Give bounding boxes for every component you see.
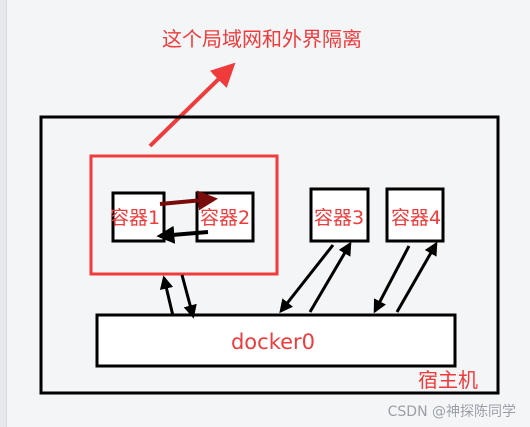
container-1-label: 容器1 [110, 207, 160, 229]
container-3-label: 容器3 [314, 207, 364, 229]
container-2-label: 容器2 [200, 207, 250, 229]
isolated-lan-box [89, 154, 279, 276]
annotation-arrow [148, 62, 236, 148]
container-1-box [111, 191, 166, 243]
arrow-c3-to-docker0 [279, 244, 335, 314]
csdn-watermark: CSDN @神探陈同学 [388, 403, 516, 420]
docker0-label: docker0 [231, 330, 315, 354]
arrow-docker0-to-c3 [308, 241, 352, 313]
arrow-lan-to-docker0 [180, 274, 197, 319]
host-label: 宿主机 [418, 368, 478, 392]
left-edge-strip [0, 0, 7, 427]
arrow-c2-to-c1 [156, 225, 209, 244]
docker0-box [95, 313, 457, 368]
arrow-docker0-to-lan [159, 275, 175, 317]
container-4-box [385, 187, 445, 243]
arrow-c4-to-docker0 [373, 245, 411, 314]
host-box [39, 115, 500, 395]
container-4-label: 容器4 [391, 207, 441, 229]
annotation-text: 这个局域网和外界隔离 [162, 27, 362, 51]
arrow-c1-to-c2 [159, 190, 218, 211]
arrow-docker0-to-c4 [395, 241, 438, 313]
container-3-box [309, 187, 370, 243]
